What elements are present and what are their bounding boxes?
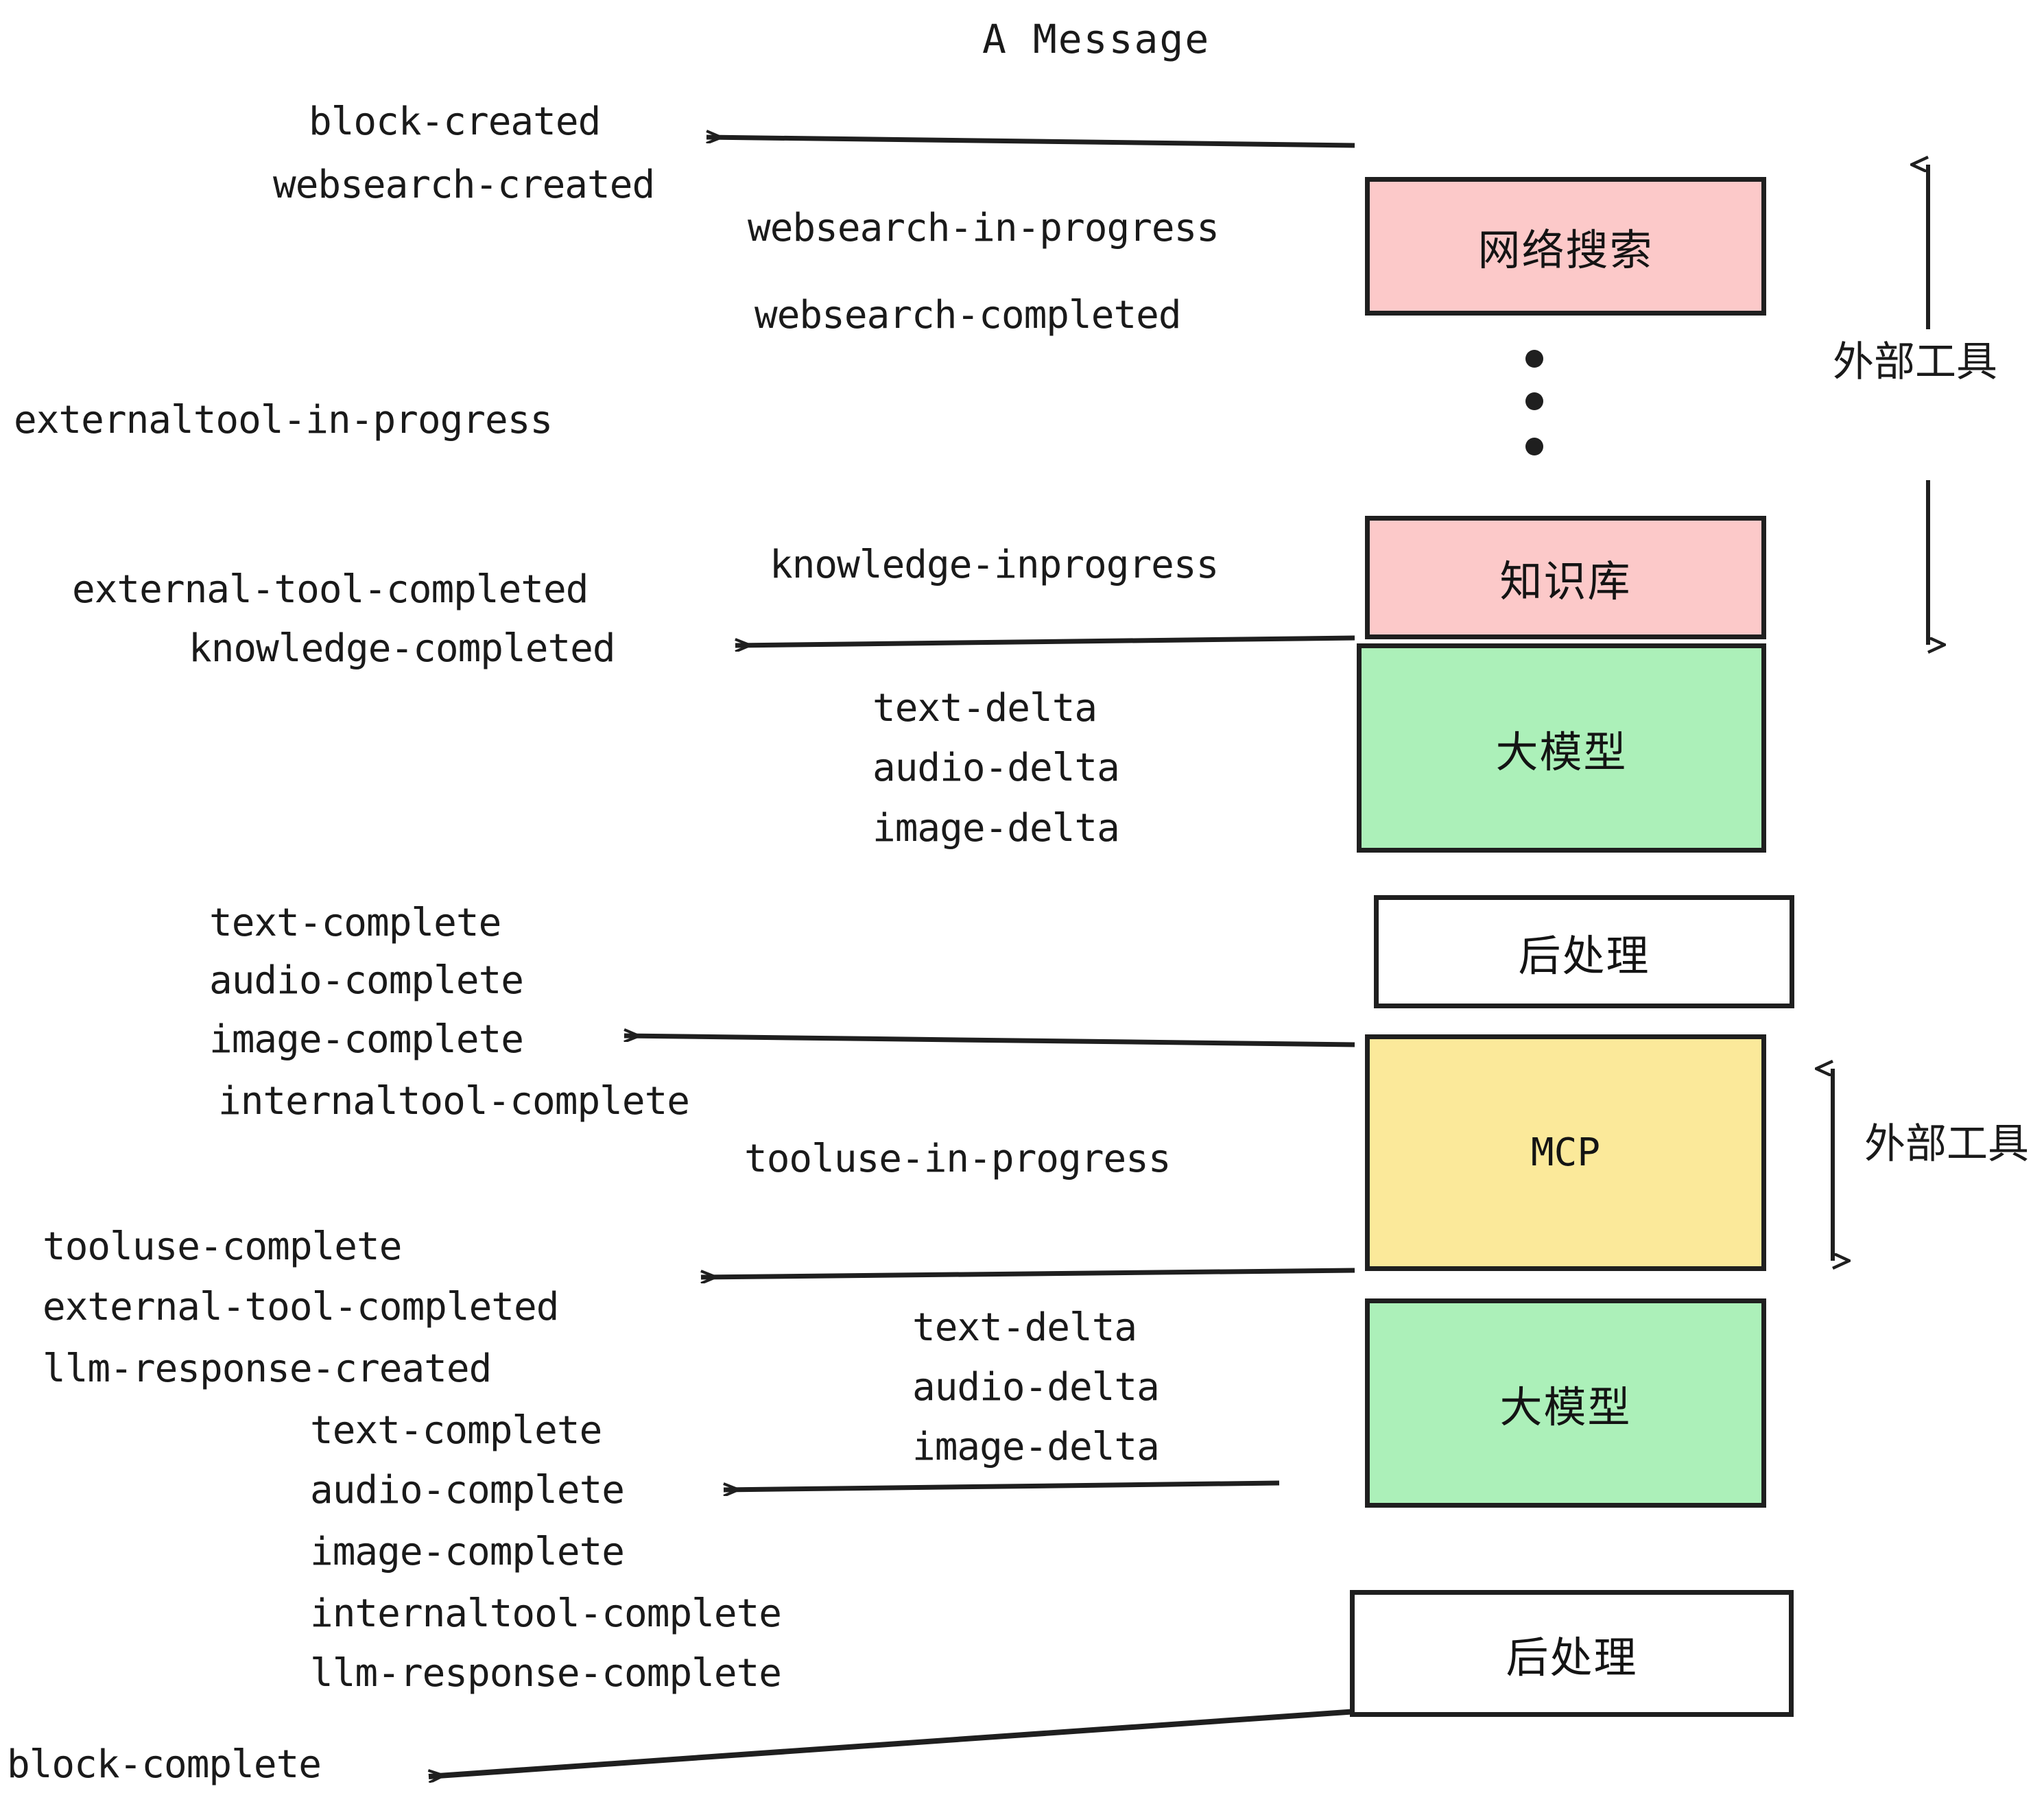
arrow-audio-complete bbox=[724, 1480, 1280, 1490]
diagram-title: A Message bbox=[982, 16, 1211, 62]
ellipsis-dot bbox=[1525, 350, 1543, 368]
box-postprocess-top[interactable]: 后处理 bbox=[1374, 895, 1794, 1008]
event-internaltool-complete-1: internaltool-complete bbox=[218, 1079, 690, 1124]
box-postprocess-bottom[interactable]: 后处理 bbox=[1350, 1590, 1794, 1717]
event-websearch-created: websearch-created bbox=[273, 163, 655, 207]
event-websearch-in-progress: websearch-in-progress bbox=[748, 206, 1220, 250]
box-llm-top[interactable]: 大模型 bbox=[1357, 643, 1766, 853]
event-image-complete-2: image-complete bbox=[310, 1530, 625, 1574]
event-audio-complete-1: audio-complete bbox=[209, 958, 524, 1003]
event-tooluse-complete: tooluse-complete bbox=[43, 1224, 402, 1269]
box-websearch[interactable]: 网络搜索 bbox=[1365, 177, 1766, 316]
event-websearch-completed: websearch-completed bbox=[754, 293, 1182, 337]
box-knowledge[interactable]: 知识库 bbox=[1365, 516, 1766, 639]
event-text-complete-1: text-complete bbox=[209, 901, 501, 945]
event-externaltool-in-progress: externaltool-in-progress bbox=[14, 398, 553, 442]
event-image-delta-1: image-delta bbox=[872, 806, 1120, 851]
arrow-image-complete bbox=[624, 1036, 1355, 1047]
arrow-knowledge-completed bbox=[735, 635, 1355, 645]
event-tooluse-in-progress: tooluse-in-progress bbox=[744, 1137, 1172, 1181]
event-image-complete-1: image-complete bbox=[209, 1017, 524, 1062]
event-audio-delta-2: audio-delta bbox=[912, 1365, 1160, 1410]
label-external-tools-top: 外部工具 bbox=[1833, 338, 1997, 386]
event-block-complete: block-complete bbox=[7, 1742, 322, 1787]
event-external-tool-completed-2: external-tool-completed bbox=[43, 1285, 559, 1329]
event-block-created: block-created bbox=[309, 99, 601, 144]
box-mcp[interactable]: MCP bbox=[1365, 1034, 1766, 1271]
ellipsis-dot bbox=[1525, 392, 1543, 410]
ellipsis-dot bbox=[1525, 438, 1543, 455]
event-internaltool-complete-2: internaltool-complete bbox=[310, 1591, 782, 1636]
arrow-websearch-created bbox=[706, 137, 1355, 148]
arrow-block-complete bbox=[429, 1709, 1357, 1777]
event-text-delta-1: text-delta bbox=[872, 686, 1097, 731]
event-external-tool-completed-1: external-tool-completed bbox=[72, 567, 589, 612]
event-audio-delta-1: audio-delta bbox=[872, 746, 1120, 790]
event-knowledge-inprogress: knowledge-inprogress bbox=[770, 543, 1219, 587]
event-text-complete-2: text-complete bbox=[310, 1408, 602, 1453]
label-external-tools-bottom: 外部工具 bbox=[1864, 1120, 2029, 1168]
event-llm-response-created: llm-response-created bbox=[43, 1346, 492, 1391]
event-text-delta-2: text-delta bbox=[912, 1305, 1137, 1350]
event-audio-complete-2: audio-complete bbox=[310, 1468, 625, 1512]
event-image-delta-2: image-delta bbox=[912, 1425, 1160, 1469]
event-llm-response-complete: llm-response-complete bbox=[310, 1651, 782, 1696]
event-knowledge-completed: knowledge-completed bbox=[189, 626, 616, 671]
box-llm-bottom[interactable]: 大模型 bbox=[1365, 1298, 1766, 1508]
arrow-tooluse-complete bbox=[701, 1268, 1355, 1277]
